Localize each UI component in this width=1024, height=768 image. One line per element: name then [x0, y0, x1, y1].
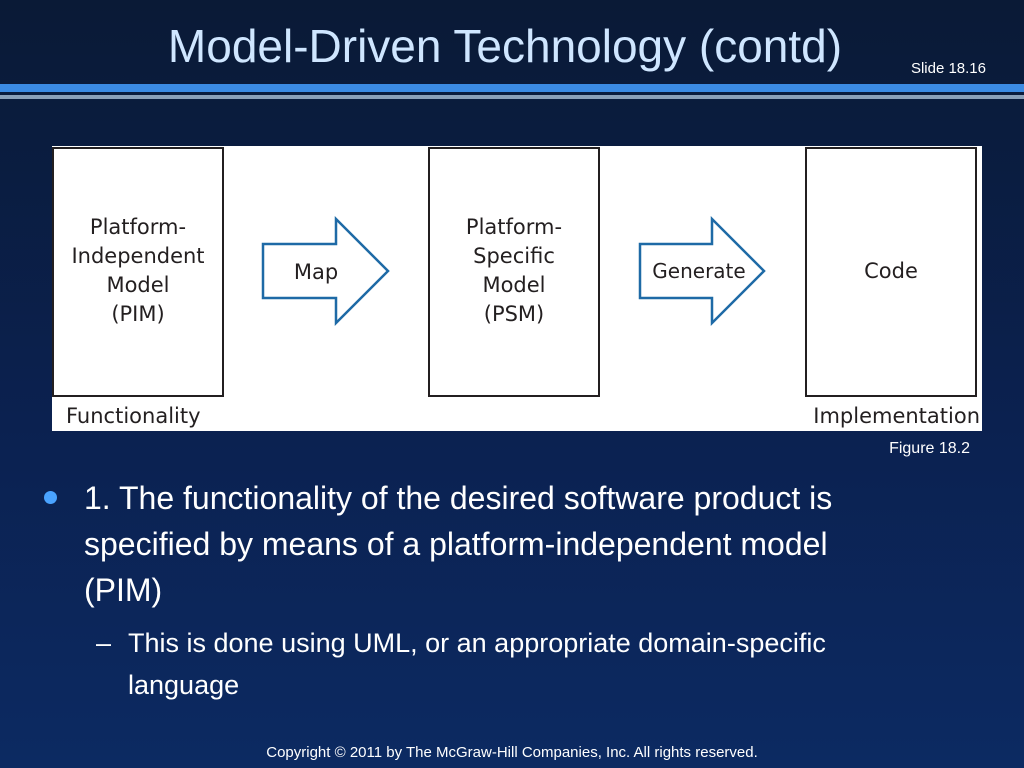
psm-label-line-2: Specific: [473, 244, 555, 268]
code-box: [805, 147, 977, 397]
map-arrow-label: Map: [294, 260, 338, 284]
pim-label-line-2: Independent: [71, 244, 204, 268]
bullet-dot-icon: [44, 491, 57, 504]
sub-bullet-text: This is done using UML, or an appropriat…: [128, 628, 826, 700]
pim-label-line-1: Platform-: [90, 215, 186, 239]
functionality-label: Functionality: [66, 404, 201, 428]
copyright-footer: Copyright © 2011 by The McGraw-Hill Comp…: [266, 744, 758, 761]
mda-figure: Platform- Independent Model (PIM) Map Pl…: [52, 146, 982, 431]
code-label: Code: [864, 259, 918, 283]
map-arrow: [261, 215, 390, 327]
generate-arrow: [638, 215, 766, 327]
header-rule-gray: [0, 95, 1024, 99]
slide-title: Model-Driven Technology (contd): [167, 20, 843, 72]
psm-label-line-1: Platform-: [466, 215, 562, 239]
pim-label-line-3: Model: [106, 273, 169, 297]
pim-box: [52, 147, 224, 397]
psm-label-line-4: (PSM): [484, 302, 545, 326]
psm-box: [428, 147, 600, 397]
bullet-text: 1. The functionality of the desired soft…: [84, 480, 833, 608]
dash-icon: –: [96, 628, 112, 658]
slide-number: Slide 18.16: [910, 60, 986, 77]
psm-label-line-3: Model: [482, 273, 545, 297]
implementation-label: Implementation: [813, 404, 980, 428]
pim-label-line-4: (PIM): [111, 302, 164, 326]
figure-caption: Figure 18.2: [889, 440, 970, 457]
header-rule-blue: [0, 84, 1024, 92]
mda-diagram: Platform- Independent Model (PIM) Map Pl…: [52, 147, 980, 428]
generate-arrow-label: Generate: [652, 259, 745, 283]
